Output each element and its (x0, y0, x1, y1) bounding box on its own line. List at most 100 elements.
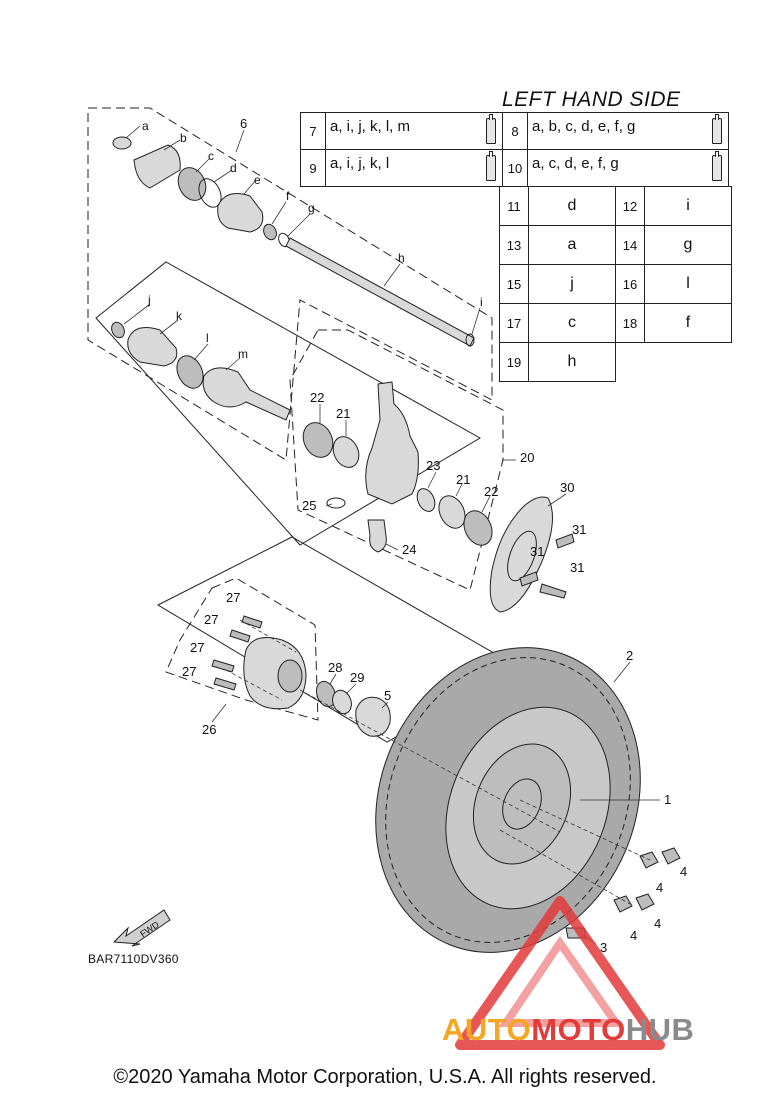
callout-j: j (147, 293, 151, 307)
hub-stud-27-b (229, 629, 251, 643)
leader-28 (329, 673, 337, 685)
hub-stud-27-a (241, 615, 263, 629)
callout-a: a (142, 119, 149, 133)
callout-m: m (238, 347, 248, 361)
ball-joint-24 (367, 519, 387, 553)
grease-tube-icon (712, 114, 722, 144)
legend-number: 13 (499, 225, 529, 265)
hub-stud-27-d (213, 677, 237, 691)
callout-29: 29 (350, 670, 364, 685)
bearing-21-upper (332, 436, 360, 468)
boot-k (127, 327, 178, 367)
collar-23 (416, 488, 436, 512)
legend-letter: i (644, 186, 732, 226)
legend-letter: j (528, 264, 616, 304)
wheel-hub-center (277, 659, 303, 693)
tire-tread-edge (385, 657, 631, 943)
automotohub-logo-triangle-icon (455, 896, 665, 1050)
leader-23 (427, 471, 437, 489)
leader-e (243, 179, 257, 195)
callout-21-lower: 21 (456, 472, 470, 487)
leader-g (287, 213, 311, 237)
boot-e (217, 193, 264, 233)
drive-shaft-group-outline (87, 107, 493, 461)
legend-letters: a, i, j, k, l, m (325, 112, 503, 150)
diagram-title: LEFT HAND SIDE (502, 88, 681, 111)
leader-21b (455, 483, 463, 497)
callout-4-b: 4 (656, 880, 663, 895)
cv-joint-b (133, 144, 181, 189)
leader-h (383, 263, 401, 287)
automotohub-watermark: AUTOMOTOHUB (442, 1012, 694, 1048)
oil-seal-22-lower (463, 510, 493, 546)
wheel-rim-inner (472, 743, 572, 865)
ring-25 (326, 497, 346, 509)
callout-4-a: 4 (680, 864, 687, 879)
callout-b: b (180, 131, 187, 145)
leader-l (193, 343, 209, 361)
lug-nut-4-b (661, 847, 681, 865)
lug-nut-4-c (613, 895, 633, 913)
knuckle-group-outline (289, 329, 504, 591)
hub-stud-27-c (211, 659, 235, 673)
spacer-5 (355, 696, 391, 737)
band-f (263, 223, 277, 241)
legend-row: 7 a, i, j, k, l, m 8 a, b, c, d, e, f, g (300, 112, 729, 150)
callout-6: 6 (240, 116, 247, 131)
callout-28: 28 (328, 660, 342, 675)
part-letter-table: 11 d 12 i 13 a 14 g 15 j 16 l 17 c 18 f … (499, 186, 732, 382)
watermark-auto: AUTO (442, 1012, 532, 1047)
leader-i (471, 307, 481, 335)
circlip-a (112, 136, 132, 150)
legend-letter: c (528, 303, 616, 343)
stud-axis-line-2 (225, 669, 283, 701)
legend-letters: a, i, j, k, l (325, 149, 503, 187)
callout-i: i (480, 295, 483, 309)
callout-20: 20 (520, 450, 534, 465)
leader-a (125, 125, 141, 139)
callout-f: f (286, 189, 290, 203)
legend-row: 13 a 14 g (499, 225, 732, 265)
leader-d (213, 169, 233, 183)
grease-tube-icon (486, 114, 496, 144)
leader-j (123, 303, 151, 325)
legend-letters: a, b, c, d, e, f, g (527, 112, 729, 150)
bolt-31-middle (519, 571, 539, 587)
legend-number: 15 (499, 264, 529, 304)
callout-23: 23 (426, 458, 440, 473)
forward-arrow-icon: FWD (112, 909, 171, 947)
callout-g: g (308, 201, 315, 215)
legend-row: 15 j 16 l (499, 264, 732, 304)
legend-row: 9 a, i, j, k, l 10 a, c, d, e, f, g (300, 149, 729, 187)
nut-29 (332, 689, 352, 715)
callout-27-b: 27 (204, 612, 218, 627)
ring-d (198, 178, 222, 208)
callout-24: 24 (402, 542, 416, 557)
leader-24 (385, 543, 399, 551)
legend-number: 11 (499, 186, 529, 226)
callout-27-d: 27 (182, 664, 196, 679)
callout-31-middle: 31 (530, 544, 544, 559)
legend-row: 17 c 18 f (499, 303, 732, 343)
callout-k: k (176, 309, 183, 323)
callout-d: d (230, 161, 237, 175)
leader-b (163, 139, 181, 151)
lubrication-legend-table: 7 a, i, j, k, l, m 8 a, b, c, d, e, f, g… (300, 112, 729, 187)
legend-letter: l (644, 264, 732, 304)
shaft-h (285, 237, 475, 347)
oil-seal-22-upper (302, 422, 334, 458)
legend-letter: h (528, 342, 616, 382)
leader-6 (235, 129, 245, 153)
callout-4-c: 4 (630, 928, 637, 943)
callout-c: c (208, 149, 214, 163)
stud-axis-line (239, 619, 297, 653)
leader-22b (481, 495, 491, 513)
watermark-moto: MOTO (531, 1012, 626, 1047)
callout-25: 25 (302, 498, 316, 513)
callout-31-lower: 31 (570, 560, 584, 575)
legend-row: 19 h (499, 342, 732, 382)
callout-5: 5 (384, 688, 391, 703)
callout-26: 26 (202, 722, 216, 737)
callout-22-upper: 22 (310, 390, 324, 405)
